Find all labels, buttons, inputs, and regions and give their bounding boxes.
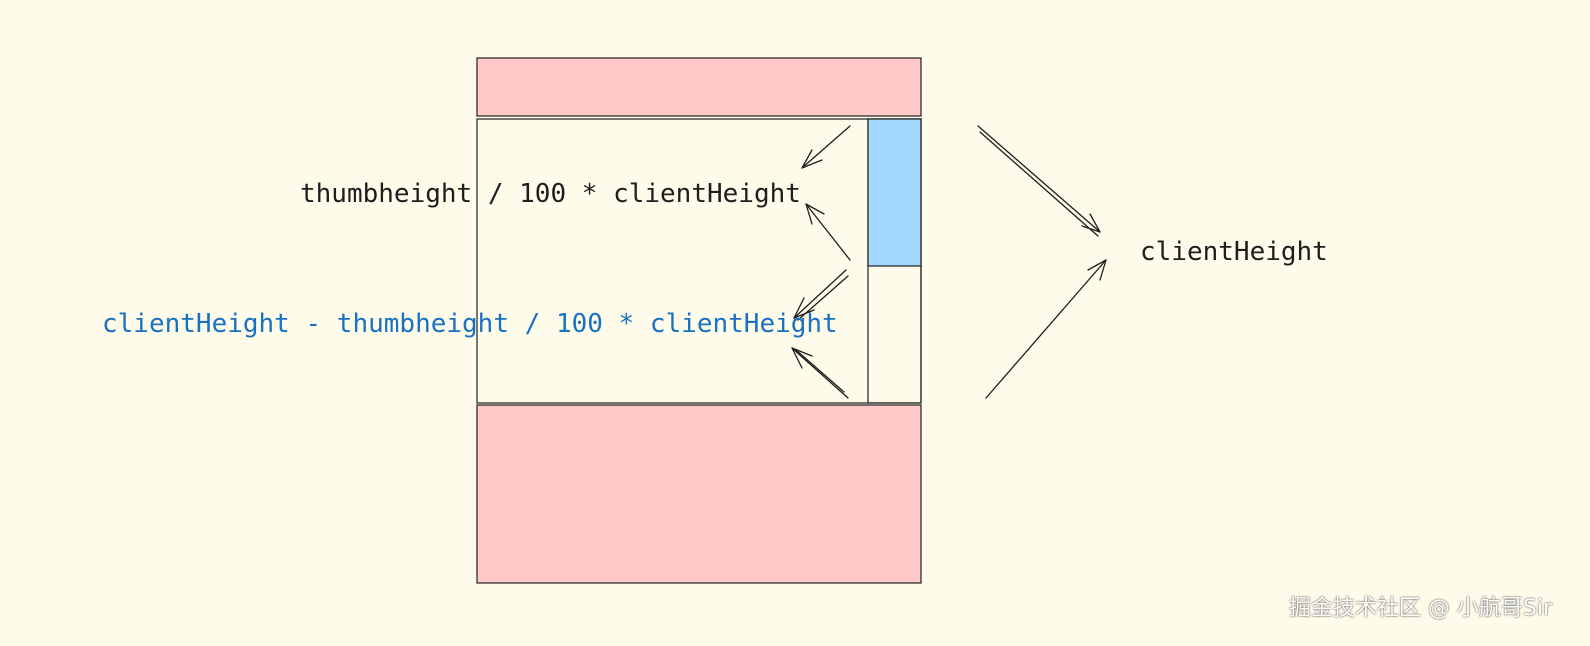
client-height-label: clientHeight	[1140, 237, 1328, 267]
arrow-rest-down	[791, 347, 849, 399]
arrow-client-bottom	[985, 259, 1107, 399]
watermark: 掘金技术社区 @ 小航哥Sir	[1288, 596, 1552, 621]
scrollbar-thumb	[867, 118, 922, 267]
arrow-thumb-up	[801, 125, 851, 169]
content-block-bottom	[476, 404, 922, 584]
viewport-box	[476, 118, 922, 404]
content-block-top	[476, 57, 922, 117]
thumb-height-formula-label: thumbheight / 100 * clientHeight	[300, 179, 801, 209]
arrow-thumb-down	[805, 203, 851, 261]
arrow-client-top	[977, 125, 1101, 237]
remaining-height-formula-label: clientHeight - thumbheight / 100 * clien…	[102, 309, 838, 339]
arrow-rest-up	[793, 269, 849, 321]
